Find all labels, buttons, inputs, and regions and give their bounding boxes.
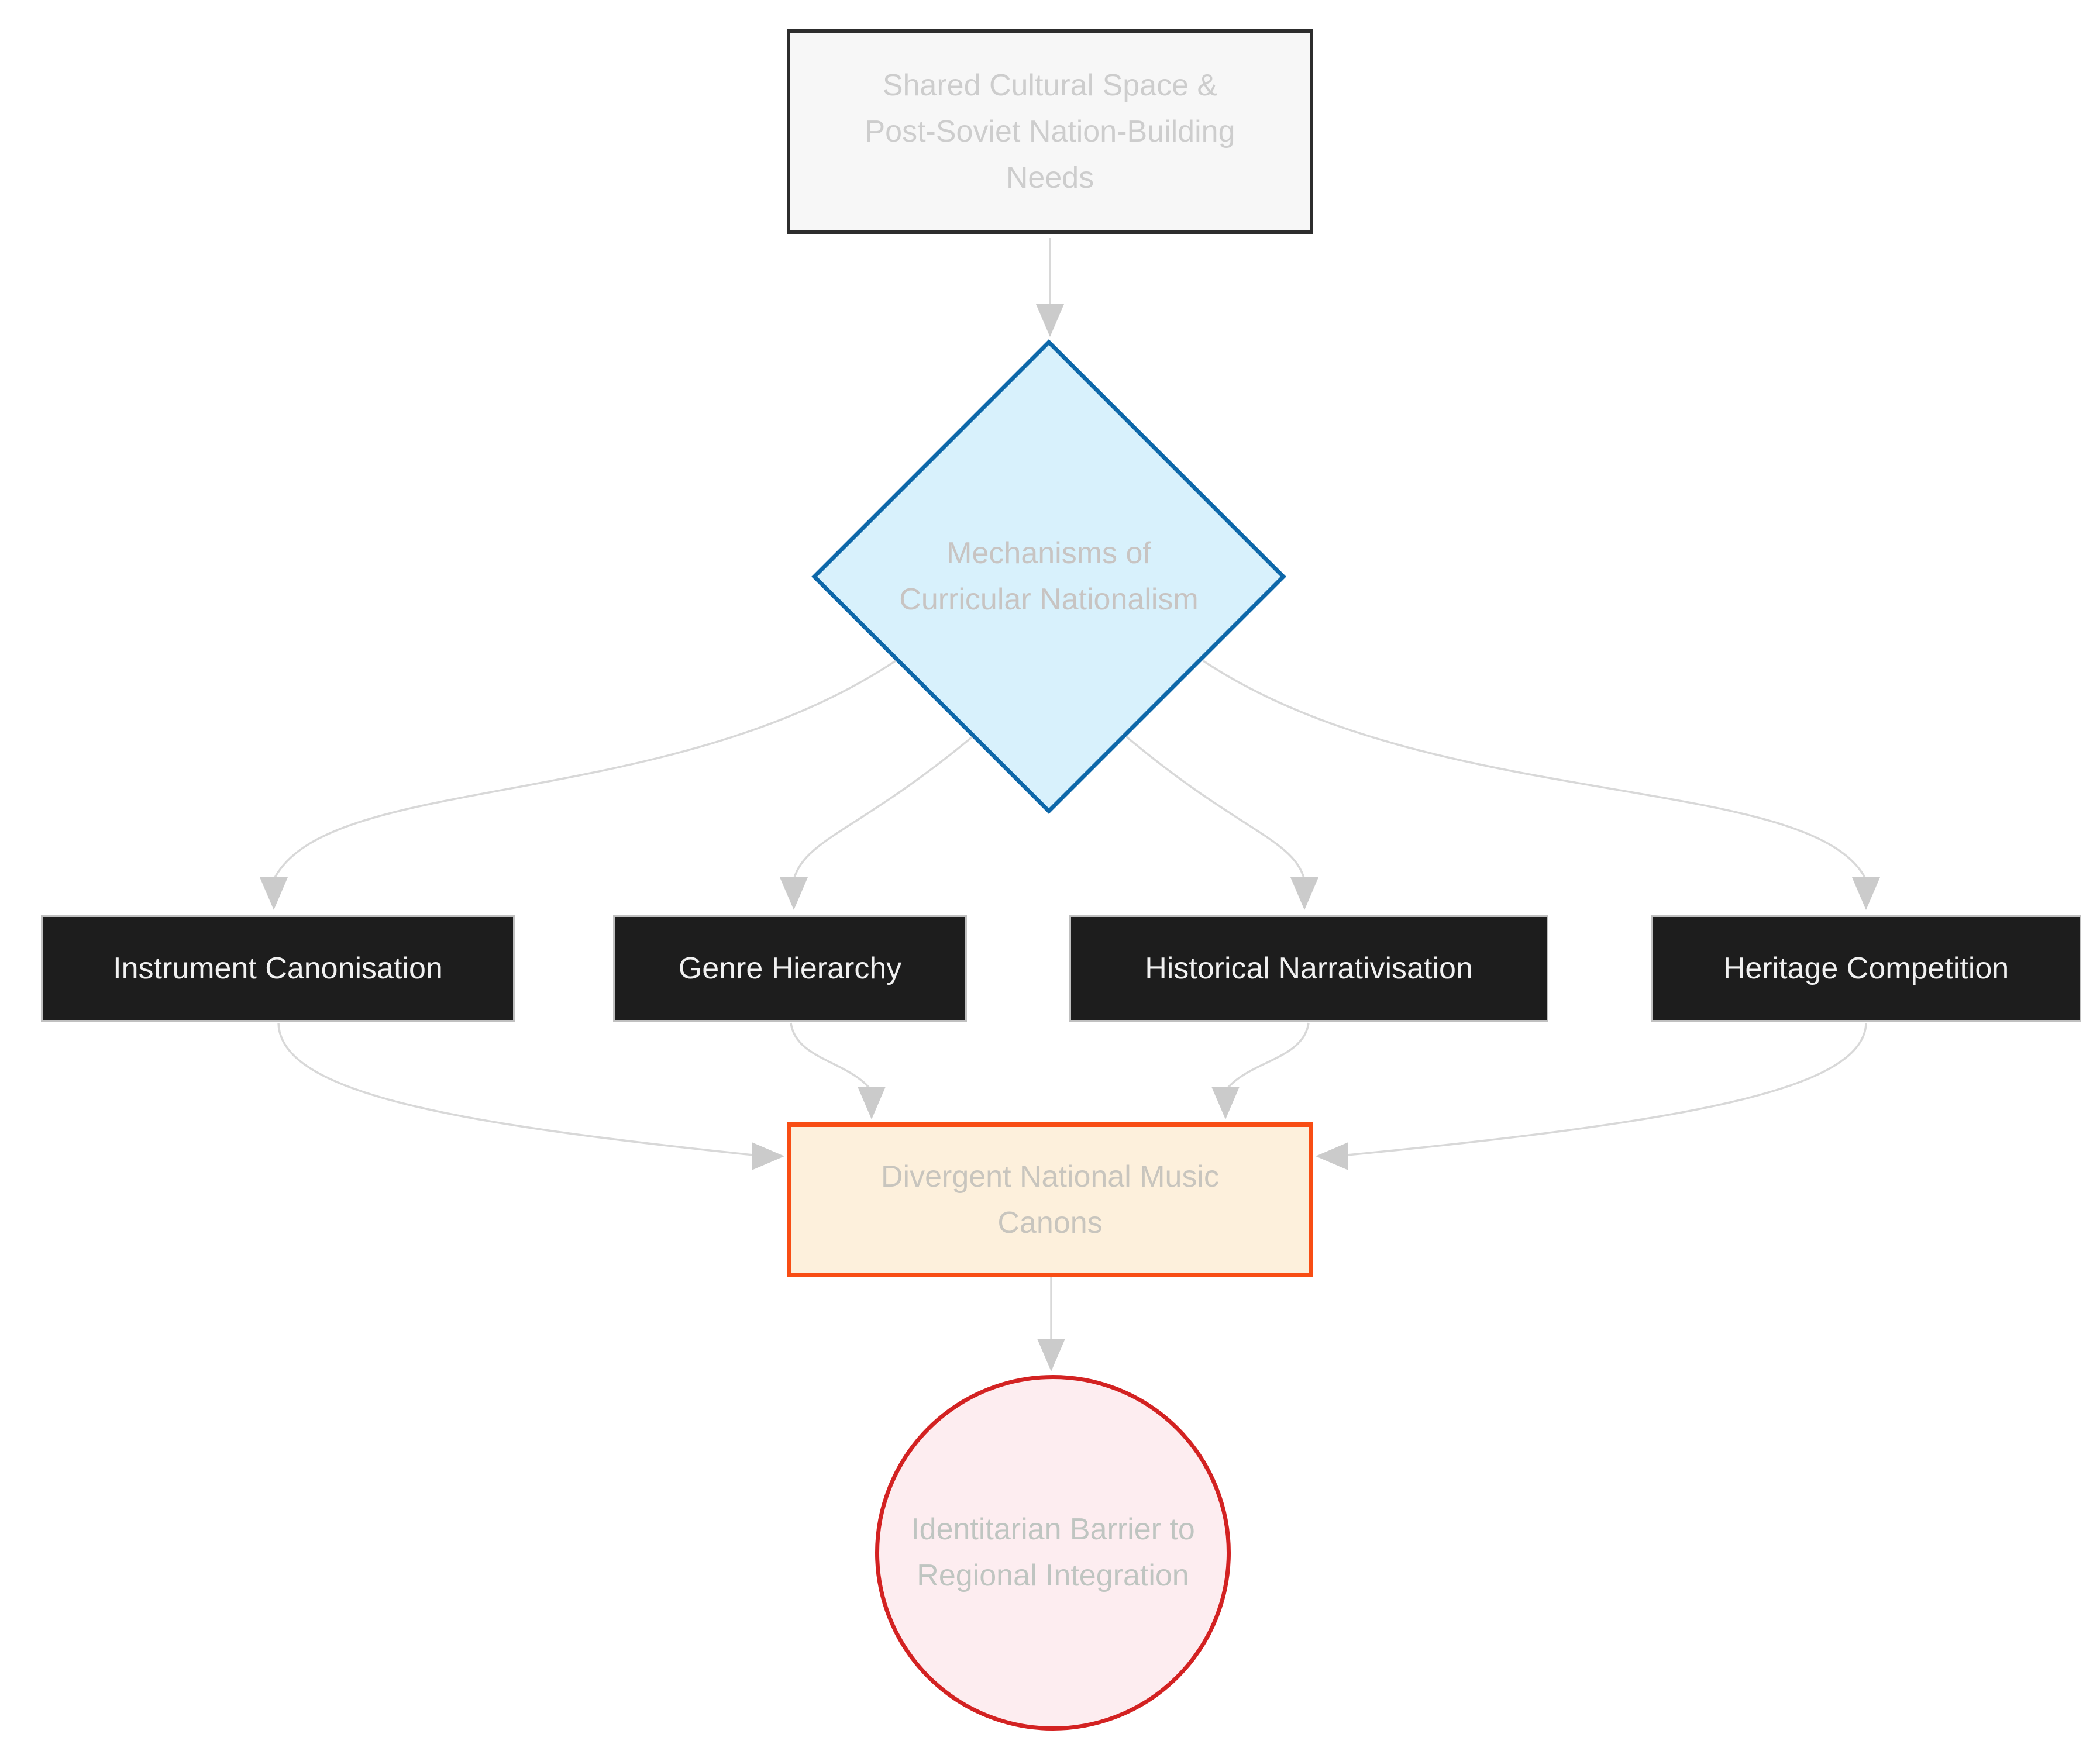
node-label-line: Divergent National Music <box>880 1159 1220 1194</box>
node-label-line: Needs <box>1006 160 1094 195</box>
node-label-line: Shared Cultural Space & <box>882 68 1218 102</box>
node-historical-narrativisation: Historical Narrativisation <box>1069 915 1548 1022</box>
arrowhead-heritage-canons <box>1316 1142 1348 1170</box>
node-identitarian-barrier-circle: Identitarian Barrier to Regional Integra… <box>875 1375 1231 1731</box>
edge-mechanisms-genre <box>793 736 973 880</box>
node-label-line: Identitarian Barrier to <box>911 1512 1195 1546</box>
edge-heritage-canons <box>1347 1022 1867 1156</box>
node-label-line: Curricular Nationalism <box>899 582 1199 616</box>
node-label-line: Canons <box>997 1205 1103 1240</box>
node-label-line: Regional Integration <box>917 1559 1189 1592</box>
arrowhead-genre-canons <box>858 1087 886 1119</box>
node-label-line: Heritage Competition <box>1723 951 2009 985</box>
node-label-line: Instrument Canonisation <box>113 951 443 985</box>
edge-mechanisms-heritage <box>1203 660 1867 880</box>
arrowhead-mechanisms-genre <box>780 877 808 910</box>
node-shared-cultural-space: Shared Cultural Space & Post-Soviet Nati… <box>787 29 1313 234</box>
node-label-line: Mechanisms of <box>946 536 1151 570</box>
arrowhead-historical-canons <box>1211 1087 1240 1119</box>
edge-mechanisms-historical <box>1125 736 1306 880</box>
arrowhead-source-mechanisms <box>1036 304 1064 337</box>
node-label-line: Post-Soviet Nation-Building <box>865 114 1235 149</box>
node-label-line: Genre Hierarchy <box>678 951 902 985</box>
edge-instrument-canons <box>277 1022 754 1156</box>
node-instrument-canonisation: Instrument Canonisation <box>41 915 515 1022</box>
arrowhead-mechanisms-heritage <box>1852 877 1880 910</box>
edge-mechanisms-instrument <box>273 660 896 880</box>
arrowhead-canons-barrier <box>1037 1339 1065 1371</box>
node-label-line: Historical Narrativisation <box>1145 951 1473 985</box>
edge-genre-canons <box>790 1022 870 1089</box>
node-genre-hierarchy: Genre Hierarchy <box>613 915 967 1022</box>
node-divergent-national-music-canons: Divergent National Music Canons <box>787 1122 1313 1277</box>
node-mechanisms-label: Mechanisms of Curricular Nationalism <box>815 526 1283 627</box>
arrowhead-mechanisms-historical <box>1290 877 1318 910</box>
edge-historical-canons <box>1227 1022 1310 1089</box>
arrowhead-mechanisms-instrument <box>260 877 288 910</box>
node-heritage-competition: Heritage Competition <box>1651 915 2081 1022</box>
arrowhead-instrument-canons <box>752 1142 784 1170</box>
